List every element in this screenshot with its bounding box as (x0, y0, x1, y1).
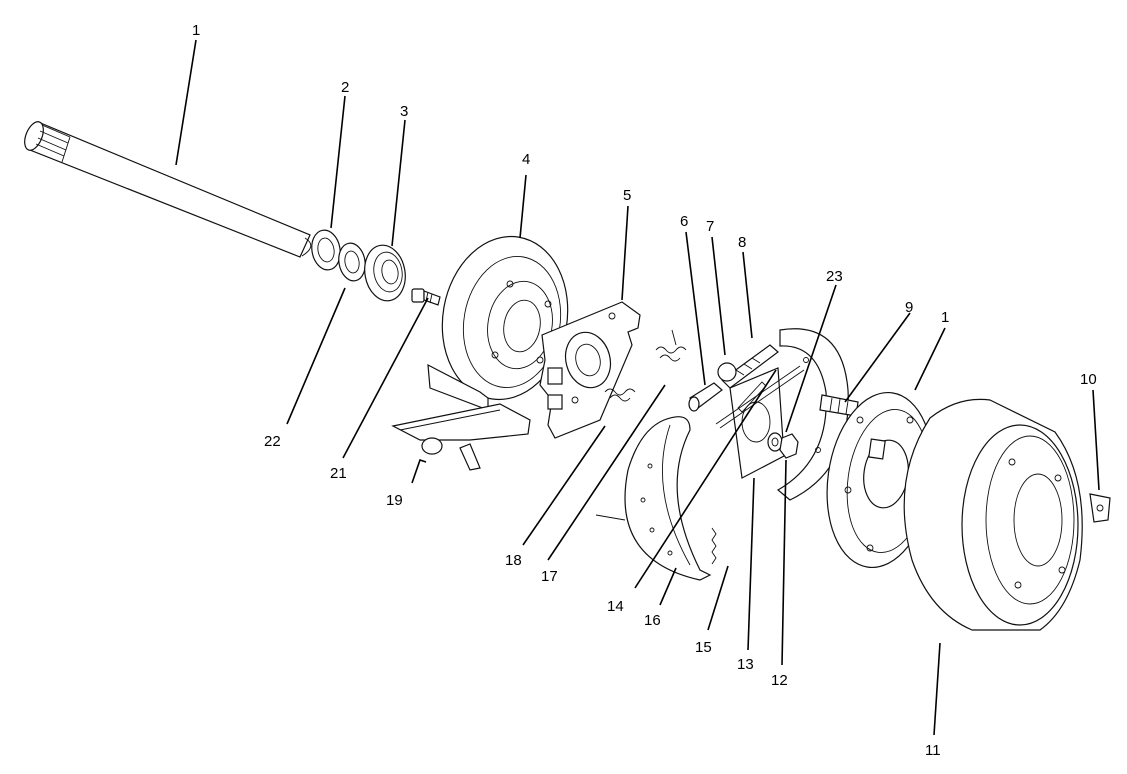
wheel-cylinder-plate (729, 367, 785, 479)
brake-shoe (595, 416, 712, 581)
adjuster-pin (688, 382, 723, 412)
callout-18: 18 (505, 552, 522, 569)
bearing (364, 244, 406, 302)
brake-lever (391, 403, 531, 471)
callout-16: 16 (644, 612, 661, 629)
callout-2: 2 (341, 79, 349, 96)
callout-14: 14 (607, 598, 624, 615)
callout-9: 9 (905, 299, 913, 316)
callout-12: 12 (771, 672, 788, 689)
adjuster-spring (715, 365, 805, 429)
spacer-ring (338, 242, 366, 282)
brake-drum (903, 398, 1083, 631)
return-spring (604, 388, 636, 402)
callout-21: 21 (330, 465, 347, 482)
callout-4: 4 (522, 151, 530, 168)
hold-down-spring (655, 329, 687, 362)
callout-5: 5 (623, 187, 631, 204)
axle-shaft (24, 121, 312, 258)
callout-10: 10 (1080, 371, 1097, 388)
callout-labels: 1 2 3 4 5 6 7 8 23 9 1 10 22 21 19 18 17… (192, 22, 1097, 759)
retaining-clip (1089, 493, 1111, 523)
callout-6: 6 (680, 213, 688, 230)
callout-1-hub: 1 (941, 309, 949, 326)
callout-7: 7 (706, 218, 714, 235)
callout-3: 3 (400, 103, 408, 120)
callout-19: 19 (386, 492, 403, 509)
bolt (411, 288, 441, 306)
shoe-clip (711, 527, 717, 565)
callout-13: 13 (737, 656, 754, 673)
callout-8: 8 (738, 234, 746, 251)
leader-lines (175, 39, 1100, 736)
backing-plate (539, 301, 641, 439)
nut (779, 433, 799, 459)
callout-1-shaft: 1 (192, 22, 200, 39)
adjuster-screw (717, 344, 779, 389)
callout-23: 23 (826, 268, 843, 285)
seal-ring (311, 229, 341, 271)
callout-22: 22 (264, 433, 281, 450)
callout-17: 17 (541, 568, 558, 585)
callout-15: 15 (695, 639, 712, 656)
dust-shield (427, 235, 569, 411)
callout-11: 11 (925, 742, 941, 759)
